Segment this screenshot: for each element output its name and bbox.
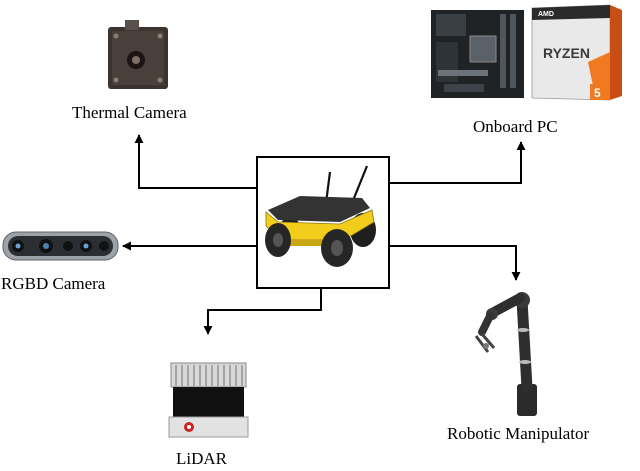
arrow-to-onboard-pc xyxy=(389,141,526,184)
arrow-to-lidar xyxy=(203,288,322,335)
lidar-sensor-icon xyxy=(168,362,249,438)
ryzen-tier-text: 5 xyxy=(594,86,601,100)
lidar-label: LiDAR xyxy=(176,449,227,468)
onboard-pc-label: Onboard PC xyxy=(473,117,558,136)
robot-arm-icon xyxy=(474,292,537,416)
ryzen-text: RYZEN xyxy=(543,45,590,61)
amd-brand-text: AMD xyxy=(538,11,554,18)
motherboard-cpu-icon: AMD RYZEN 5 xyxy=(431,4,622,101)
arrow-to-robotic-manipulator xyxy=(389,245,521,281)
rgbd-camera-label: RGBD Camera xyxy=(1,274,106,293)
arrow-to-thermal-camera xyxy=(134,134,257,189)
rgbd-camera-icon xyxy=(2,231,119,261)
robotic-manipulator-label: Robotic Manipulator xyxy=(447,424,590,443)
mobile-robot-icon xyxy=(265,165,376,267)
thermal-camera-icon xyxy=(108,20,168,89)
thermal-camera-label: Thermal Camera xyxy=(72,103,187,122)
